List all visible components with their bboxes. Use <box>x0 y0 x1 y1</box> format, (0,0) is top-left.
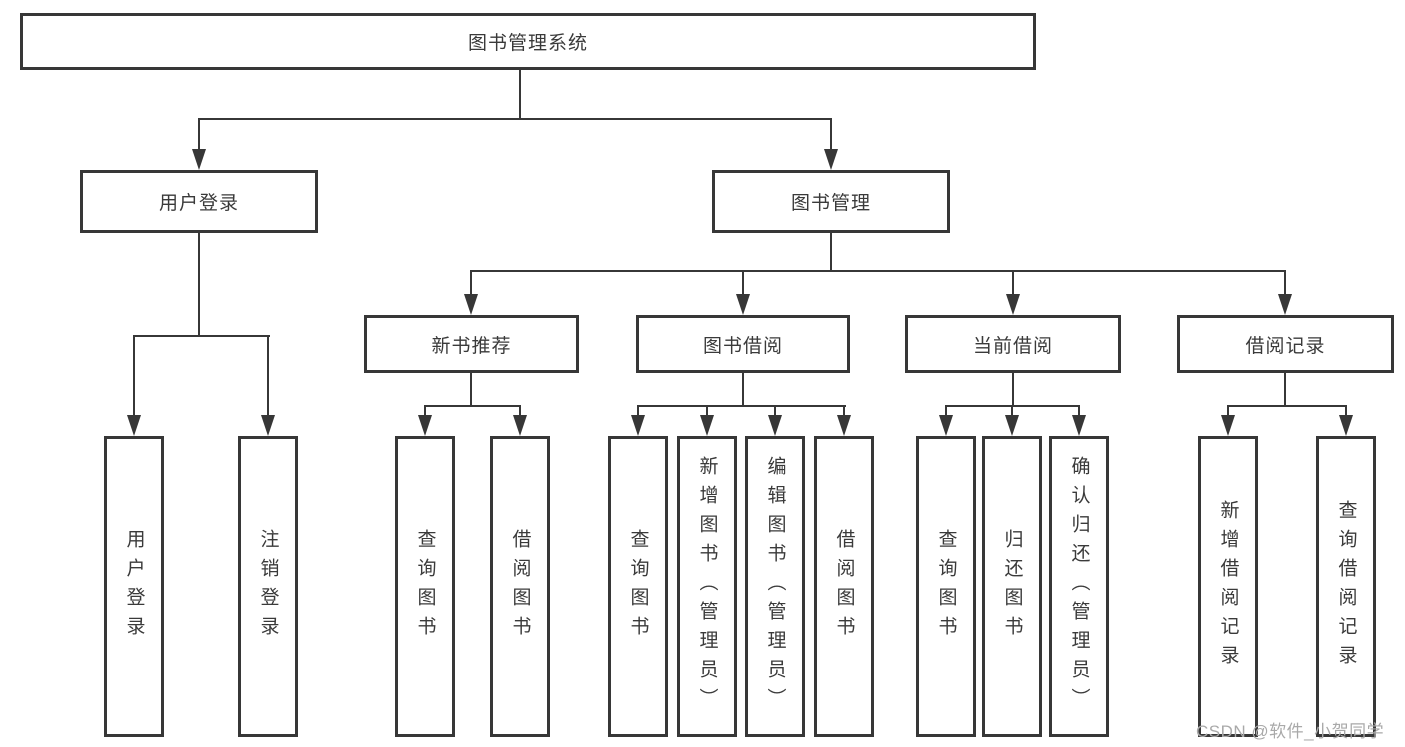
leaf-label: 查询图书 <box>935 528 957 645</box>
leaf-label: 新增图书（管理员） <box>696 456 718 717</box>
connector-line <box>1012 373 1014 405</box>
arrowhead-icon <box>192 149 206 170</box>
node-book-borrowing: 图书借阅 <box>636 315 850 373</box>
leaf-label: 用户登录 <box>123 528 145 645</box>
leaf-label: 注销登录 <box>257 528 279 645</box>
arrowhead-icon <box>418 415 432 436</box>
arrowhead-icon <box>1278 294 1292 315</box>
leaf-borrow-books-recommend: 借阅图书 <box>490 436 550 737</box>
connector-line <box>1345 405 1347 416</box>
node-library-system: 图书管理系统 <box>20 13 1036 70</box>
arrowhead-icon <box>939 415 953 436</box>
arrowhead-icon <box>1006 294 1020 315</box>
node-new-book-recommend: 新书推荐 <box>364 315 579 373</box>
connector-line <box>519 70 521 118</box>
connector-line <box>1284 373 1286 405</box>
leaf-label: 查询借阅记录 <box>1335 499 1357 674</box>
connector-line <box>424 405 426 416</box>
node-current-borrowing: 当前借阅 <box>905 315 1121 373</box>
arrowhead-icon <box>464 294 478 315</box>
arrowhead-icon <box>1005 415 1019 436</box>
leaf-label: 查询图书 <box>414 528 436 645</box>
connector-line <box>1078 405 1080 416</box>
connector-line <box>945 405 947 416</box>
watermark: CSDN @软件_小贺同学 <box>1196 722 1385 741</box>
leaf-return-books: 归还图书 <box>982 436 1042 737</box>
arrowhead-icon <box>837 415 851 436</box>
connector-line <box>133 335 135 416</box>
connector-line <box>198 233 200 335</box>
connector-line <box>830 118 832 151</box>
leaf-query-books-current: 查询图书 <box>916 436 976 737</box>
leaf-add-borrow-record: 新增借阅记录 <box>1198 436 1258 737</box>
connector-line <box>1011 405 1013 416</box>
connector-line <box>267 335 269 416</box>
connector-line <box>470 270 1286 272</box>
leaf-label: 编辑图书（管理员） <box>764 456 786 717</box>
leaf-query-books-borrow: 查询图书 <box>608 436 668 737</box>
connector-line <box>830 233 832 270</box>
connector-line <box>637 405 846 407</box>
connector-line <box>424 405 521 407</box>
leaf-label: 确认归还（管理员） <box>1068 456 1090 717</box>
arrowhead-icon <box>1339 415 1353 436</box>
arrowhead-icon <box>1221 415 1235 436</box>
arrowhead-icon <box>631 415 645 436</box>
connector-line <box>706 405 708 416</box>
leaf-add-books-admin: 新增图书（管理员） <box>677 436 737 737</box>
leaf-query-borrow-record: 查询借阅记录 <box>1316 436 1376 737</box>
connector-line <box>470 270 472 294</box>
connector-line <box>1012 270 1014 294</box>
leaf-edit-books-admin: 编辑图书（管理员） <box>745 436 805 737</box>
arrowhead-icon <box>736 294 750 315</box>
connector-line <box>1227 405 1229 416</box>
leaf-label: 借阅图书 <box>509 528 531 645</box>
leaf-logout: 注销登录 <box>238 436 298 737</box>
leaf-label: 新增借阅记录 <box>1217 499 1239 674</box>
connector-line <box>198 118 832 120</box>
leaf-confirm-return-admin: 确认归还（管理员） <box>1049 436 1109 737</box>
connector-line <box>519 405 521 416</box>
arrowhead-icon <box>1072 415 1086 436</box>
connector-line <box>1227 405 1346 407</box>
arrowhead-icon <box>768 415 782 436</box>
connector-line <box>470 373 472 405</box>
connector-line <box>637 405 639 416</box>
leaf-borrow-books: 借阅图书 <box>814 436 874 737</box>
node-user-login: 用户登录 <box>80 170 318 233</box>
leaf-user-login: 用户登录 <box>104 436 164 737</box>
connector-line <box>1284 270 1286 294</box>
arrowhead-icon <box>127 415 141 436</box>
leaf-label: 查询图书 <box>627 528 649 645</box>
leaf-label: 借阅图书 <box>833 528 855 645</box>
connector-line <box>843 405 845 416</box>
arrowhead-icon <box>824 149 838 170</box>
connector-line <box>133 335 270 337</box>
connector-line <box>742 270 744 294</box>
arrowhead-icon <box>261 415 275 436</box>
leaf-label: 归还图书 <box>1001 528 1023 645</box>
connector-line <box>198 118 200 151</box>
arrowhead-icon <box>513 415 527 436</box>
connector-line <box>774 405 776 416</box>
connector-line <box>742 373 744 405</box>
node-book-management: 图书管理 <box>712 170 950 233</box>
leaf-query-books-recommend: 查询图书 <box>395 436 455 737</box>
arrowhead-icon <box>700 415 714 436</box>
node-borrowing-records: 借阅记录 <box>1177 315 1394 373</box>
